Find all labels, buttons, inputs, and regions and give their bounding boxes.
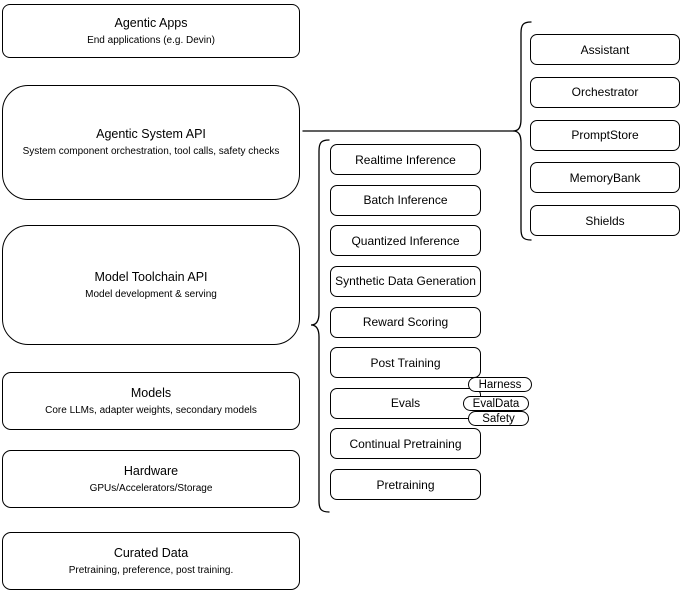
toolchain-service-label: Reward Scoring <box>362 315 449 330</box>
layer-box[interactable]: Agentic System API System component orch… <box>2 85 300 200</box>
layer-stack: Agentic Apps End applications (e.g. Devi… <box>2 0 300 591</box>
system-components-brace <box>512 21 532 241</box>
toolchain-service-label: Post Training <box>370 355 441 370</box>
layer-box[interactable]: Models Core LLMs, adapter weights, secon… <box>2 372 300 430</box>
toolchain-service-box[interactable]: Pretraining <box>330 469 481 501</box>
toolchain-service-box[interactable]: Quantized Inference <box>330 225 481 257</box>
layer-title: Hardware <box>123 463 179 478</box>
system-component-box[interactable]: Orchestrator <box>530 76 680 108</box>
toolchain-services-stack: Realtime Inference Batch Inference Quant… <box>330 144 481 501</box>
toolchain-service-box[interactable]: Realtime Inference <box>330 144 481 175</box>
toolchain-service-label: Pretraining <box>376 477 435 492</box>
eval-tag-oval[interactable]: Safety <box>468 411 529 426</box>
system-component-label: Orchestrator <box>571 85 639 100</box>
layer-title: Agentic System API <box>96 127 206 141</box>
system-component-box[interactable]: MemoryBank <box>530 162 680 194</box>
layer-subtitle: System component orchestration, tool cal… <box>22 146 280 157</box>
toolchain-service-box[interactable]: Continual Pretraining <box>330 428 481 460</box>
system-component-box[interactable]: Assistant <box>530 34 680 65</box>
eval-tag-label: EvalData <box>472 397 520 410</box>
toolchain-service-box[interactable]: Post Training <box>330 347 481 379</box>
toolchain-service-label: Evals <box>390 396 421 411</box>
layer-subtitle: GPUs/Accelerators/Storage <box>89 482 213 494</box>
toolchain-service-box[interactable]: Synthetic Data Generation <box>330 265 481 297</box>
toolchain-service-label: Realtime Inference <box>355 152 456 167</box>
layer-title: Models <box>130 385 172 400</box>
layer-box[interactable]: Hardware GPUs/Accelerators/Storage <box>2 450 300 508</box>
toolchain-service-box[interactable]: Batch Inference <box>330 184 481 216</box>
eval-tag-oval[interactable]: EvalData <box>463 396 529 411</box>
system-component-box[interactable]: Shields <box>530 205 680 236</box>
eval-tag-label: Safety <box>482 412 515 425</box>
layer-subtitle: Core LLMs, adapter weights, secondary mo… <box>45 404 257 416</box>
eval-tag-oval[interactable]: Harness <box>468 377 532 392</box>
toolchain-service-label: Synthetic Data Generation <box>335 274 476 289</box>
layer-title: Agentic Apps <box>114 15 188 30</box>
system-component-label: Shields <box>585 213 625 228</box>
toolchain-services-brace <box>310 139 330 513</box>
system-component-label: MemoryBank <box>569 170 641 185</box>
layer-box[interactable]: Model Toolchain API Model development & … <box>2 225 300 345</box>
layer-subtitle: Model development & serving <box>85 288 217 300</box>
toolchain-service-box[interactable]: Evals <box>330 387 481 419</box>
layer-box[interactable]: Agentic Apps End applications (e.g. Devi… <box>2 4 300 58</box>
toolchain-service-box[interactable]: Reward Scoring <box>330 306 481 338</box>
toolchain-service-label: Batch Inference <box>363 193 448 208</box>
eval-tag-label: Harness <box>478 378 522 391</box>
toolchain-service-label: Quantized Inference <box>351 233 460 248</box>
system-components-stack: Assistant Orchestrator PromptStore Memor… <box>530 34 680 236</box>
system-component-label: PromptStore <box>571 128 639 142</box>
layer-title: Model Toolchain API <box>94 269 208 284</box>
layer-box[interactable]: Curated Data Pretraining, preference, po… <box>2 532 300 590</box>
system-component-label: Assistant <box>580 42 630 57</box>
layer-subtitle: End applications (e.g. Devin) <box>87 34 215 46</box>
toolchain-service-label: Continual Pretraining <box>349 436 462 451</box>
layer-subtitle: Pretraining, preference, post training. <box>68 564 234 576</box>
system-component-box[interactable]: PromptStore <box>530 119 680 151</box>
layer-title: Curated Data <box>113 545 189 560</box>
